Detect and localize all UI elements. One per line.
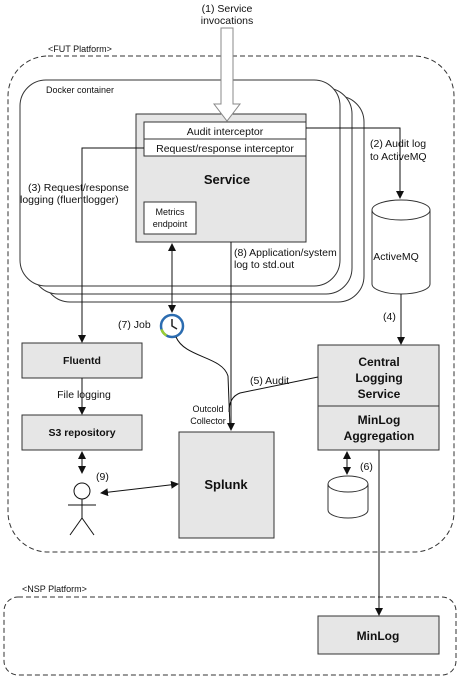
audit5-label: (5) Audit <box>250 375 289 387</box>
service-label: Service <box>204 172 250 187</box>
request-logging-line1: (3) Request/response <box>28 182 129 194</box>
fut-platform-boundary <box>7 55 455 553</box>
central-logging-service-box <box>317 344 440 407</box>
activemq-cylinder <box>371 210 431 295</box>
step9-label: (9) <box>96 471 109 483</box>
user-splunk-edge <box>100 480 179 497</box>
central-logging-line3: Service <box>358 387 401 401</box>
database-cylinder <box>327 484 369 519</box>
service-invocations-arrow <box>212 27 242 122</box>
audit-log-line1: (2) Audit log <box>370 138 426 150</box>
user-icon <box>68 482 96 536</box>
database-cylinder-top <box>327 475 369 493</box>
splunk-box <box>178 431 275 539</box>
request-logging-edge <box>78 147 144 343</box>
fluentd-label: Fluentd <box>63 355 101 367</box>
minlog-label: MinLog <box>357 629 400 643</box>
s3-repository-label: S3 repository <box>48 427 115 439</box>
minlog-box <box>317 615 440 655</box>
app-log-line2: log to std.out <box>234 259 294 271</box>
step6-label: (6) <box>360 461 373 473</box>
minlog-aggregation-line1: MinLog <box>358 413 401 427</box>
fut-platform-label: <FUT Platform> <box>48 44 112 54</box>
metrics-endpoint-line1: Metrics <box>156 207 185 217</box>
activemq-cylinder-top <box>371 199 431 221</box>
audit-log-edge <box>306 127 404 199</box>
nsp-platform-label: <NSP Platform> <box>22 584 87 594</box>
job-label: (7) Job <box>118 319 151 331</box>
service-invocations-line1: (1) Service <box>202 3 253 15</box>
audit-log-line2: to ActiveMQ <box>370 151 427 163</box>
docker-container-label: Docker container <box>46 85 114 95</box>
audit-to-splunk-edge <box>228 376 319 413</box>
metrics-endpoint <box>143 201 197 235</box>
minlog-aggregation-line2: Aggregation <box>344 429 415 443</box>
request-response-interceptor-label: Request/response interceptor <box>156 143 294 155</box>
request-logging-line2: logging (fluentlogger) <box>20 194 119 206</box>
step4-label: (4) <box>383 311 396 323</box>
file-logging-label: File logging <box>57 389 111 401</box>
s3-repository-box <box>21 414 143 451</box>
clock-icon <box>159 313 185 339</box>
activemq-label: ActiveMQ <box>373 251 419 263</box>
audit-interceptor-label: Audit interceptor <box>187 126 264 138</box>
app-log-line1: (8) Application/system <box>234 247 337 259</box>
outcold-collector-line2: Collector <box>190 416 226 426</box>
service-invocations-line2: invocations <box>201 15 254 27</box>
splunk-label: Splunk <box>204 477 248 492</box>
minlog-aggregation-box <box>317 405 440 451</box>
metrics-endpoint-line2: endpoint <box>153 219 188 229</box>
nsp-platform-boundary <box>3 596 457 676</box>
central-logging-line1: Central <box>358 355 399 369</box>
job-to-splunk-edge <box>175 336 231 429</box>
outcold-collector-line1: Outcold <box>192 404 223 414</box>
central-logging-line2: Logging <box>355 371 402 385</box>
